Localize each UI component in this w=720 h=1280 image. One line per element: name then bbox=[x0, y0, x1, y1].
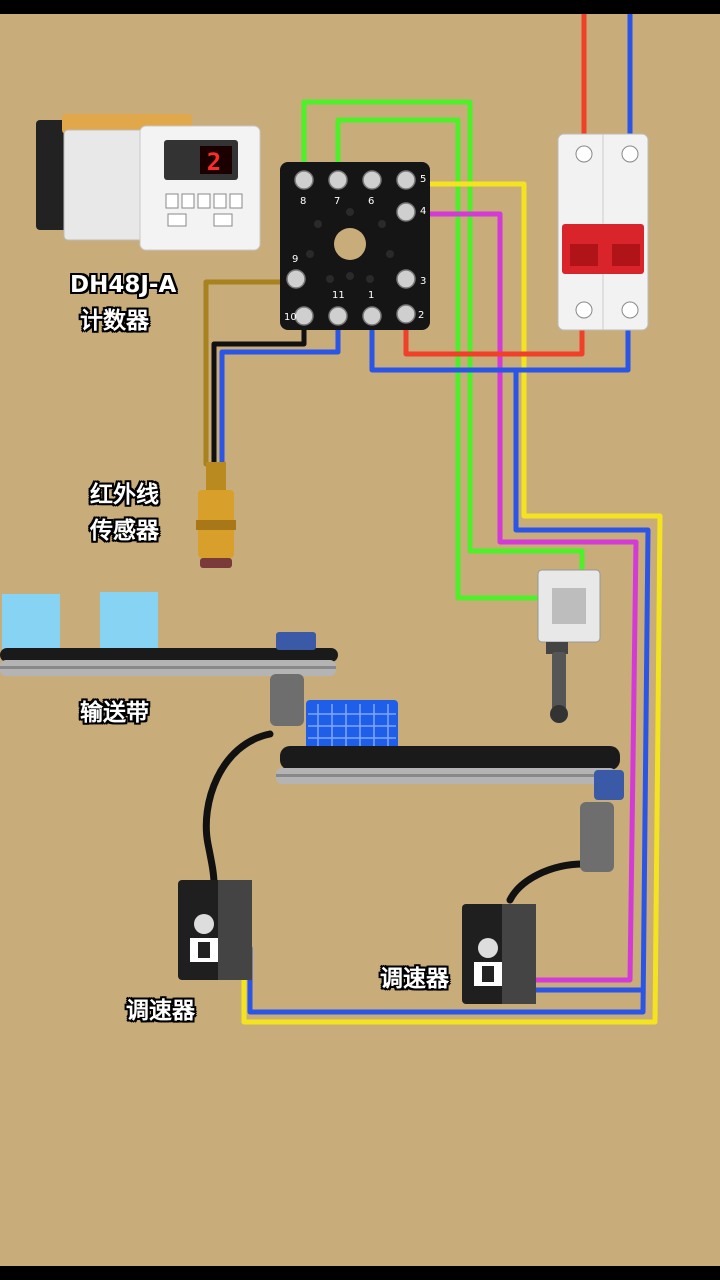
pin-label-9: 9 bbox=[292, 254, 298, 265]
cable-left-motor bbox=[202, 730, 274, 888]
wire-green-pin7 bbox=[335, 117, 551, 601]
wire-magenta-pin4 bbox=[405, 211, 639, 983]
wire-blue-sensor bbox=[219, 316, 341, 467]
speed-controller-right-device bbox=[462, 904, 536, 1004]
pin-label-4: 4 bbox=[420, 206, 426, 217]
sensor-label-line2: 传感器 bbox=[90, 518, 159, 544]
pin-label-11: 11 bbox=[332, 290, 345, 301]
pin-label-3: 3 bbox=[420, 276, 426, 287]
speed-controller-left-label: 调速器 bbox=[126, 998, 195, 1024]
wire-green-pin8 bbox=[301, 99, 585, 589]
wire-blue-pin1 bbox=[369, 311, 631, 373]
pin-label-10: 10 bbox=[284, 312, 297, 323]
pin-label-7: 7 bbox=[334, 196, 340, 207]
speed-controller-left-device bbox=[178, 880, 252, 980]
wire-yellow-pin5 bbox=[241, 181, 663, 1025]
wiring-diagram: 2 8 7 6 5 4 3 2 1 11 10 9 bbox=[0, 14, 663, 1025]
lower-conveyor bbox=[276, 746, 624, 872]
package-box-2 bbox=[100, 592, 158, 650]
basket bbox=[306, 700, 398, 750]
counter-device: 2 bbox=[36, 114, 261, 251]
pin-label-2: 2 bbox=[418, 310, 424, 321]
wire-brown-sensor bbox=[203, 279, 299, 467]
pin-label-6: 6 bbox=[368, 196, 374, 207]
upper-conveyor bbox=[0, 592, 338, 726]
relay-socket: 8 7 6 5 4 3 2 1 11 10 9 bbox=[280, 162, 430, 330]
wire-red-pin2 bbox=[403, 281, 585, 357]
speed-controller-right-label: 调速器 bbox=[380, 966, 449, 992]
pin-label-8: 8 bbox=[300, 196, 306, 207]
counter-model-label: DH48J-A bbox=[70, 272, 177, 298]
counter-name-label: 计数器 bbox=[80, 308, 149, 334]
infrared-sensor bbox=[196, 462, 236, 568]
wire-black-sensor bbox=[211, 316, 307, 467]
counter-display-digit: 2 bbox=[207, 148, 221, 176]
circuit-breaker bbox=[557, 133, 649, 331]
cable-right-motor bbox=[506, 860, 588, 904]
pin-label-5: 5 bbox=[420, 174, 426, 185]
wiring-diagram-canvas: 2 8 7 6 5 4 3 2 1 11 10 9 bbox=[0, 14, 720, 1266]
package-box-1 bbox=[2, 594, 60, 650]
conveyor-label: 输送带 bbox=[80, 700, 149, 726]
sensor-label-line1: 红外线 bbox=[90, 482, 159, 508]
limit-switch bbox=[537, 569, 601, 723]
pin-label-1: 1 bbox=[368, 290, 374, 301]
